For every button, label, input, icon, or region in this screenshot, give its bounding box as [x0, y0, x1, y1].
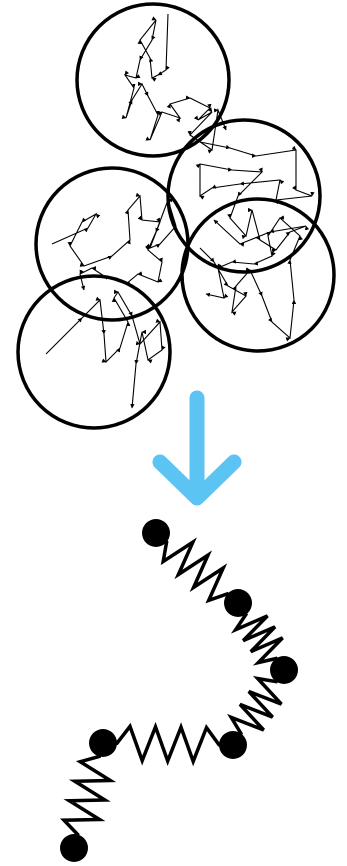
blob-3-walk — [52, 196, 176, 290]
blob-3-boundary — [36, 168, 188, 320]
blob-2 — [168, 120, 320, 272]
bead-4 — [219, 731, 247, 759]
bead-6 — [60, 834, 88, 862]
spring-5 — [64, 743, 110, 848]
blob-3 — [36, 168, 188, 320]
blob-4-walk — [200, 218, 300, 338]
bead-5 — [89, 729, 117, 757]
spring-4 — [103, 726, 233, 761]
blob-5-boundary — [18, 276, 170, 428]
bead-spring-chain — [60, 519, 298, 862]
bead-1 — [142, 519, 170, 547]
bead-3 — [270, 656, 298, 684]
blob-5 — [18, 276, 170, 428]
arrow-down-icon — [160, 398, 234, 498]
springs — [64, 533, 284, 848]
blob-1 — [77, 4, 229, 156]
bead-2 — [224, 589, 252, 617]
random-walk-blobs — [18, 4, 334, 428]
blob-2-boundary — [168, 120, 320, 272]
blob-4 — [182, 199, 334, 351]
blob-4-boundary — [182, 199, 334, 351]
spring-1 — [156, 533, 238, 603]
blob-5-walk — [46, 292, 162, 408]
blob-2-walk — [200, 142, 312, 250]
